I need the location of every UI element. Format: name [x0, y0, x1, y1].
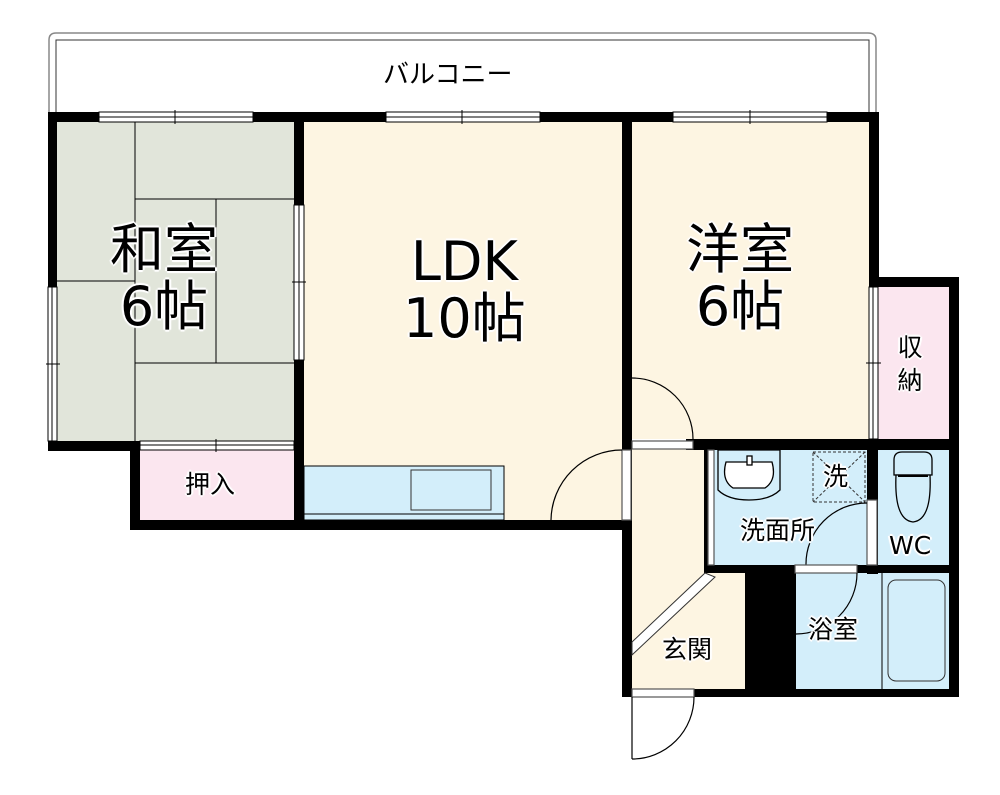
washbasin	[717, 449, 781, 501]
oshiire-floor	[140, 450, 294, 520]
washing-machine-space	[812, 451, 866, 503]
room-label-washitsu: 和室 6帖	[110, 218, 218, 338]
room-label-shuunou: 収納	[897, 333, 923, 395]
shuunou-floor	[878, 287, 949, 439]
tatami-lines	[57, 122, 294, 441]
ldk-floor	[304, 122, 623, 520]
room-size: 6帖	[119, 274, 209, 338]
room-size: 6帖	[695, 274, 785, 338]
room-size: 10帖	[403, 286, 526, 350]
room-label-wc: WC	[889, 531, 932, 560]
room-name: 和室	[110, 218, 218, 281]
kitchen-counter	[303, 465, 505, 521]
sliding-doors	[139, 204, 881, 452]
room-name: 洋室	[686, 218, 794, 281]
balcony	[48, 32, 877, 112]
room-label-genkan: 玄関	[662, 635, 713, 664]
room-label-youshitsu: 洋室 6帖	[686, 218, 794, 338]
doors	[550, 377, 878, 760]
bathtub	[881, 573, 946, 689]
youshitsu-floor	[632, 122, 869, 439]
room-label-yokushitsu: 浴室	[808, 615, 859, 644]
room-label-ldk: LDK 10帖	[403, 230, 526, 350]
room-label-sentakuki: 洗	[823, 462, 849, 491]
room-name: LDK	[410, 230, 518, 293]
genkan-step	[631, 572, 716, 657]
room-label-oshiire: 押入	[185, 470, 236, 499]
room-label-senmenjo: 洗面所	[740, 516, 816, 545]
balcony-label: バルコニー	[383, 60, 513, 90]
windows	[46, 110, 828, 442]
toilet	[893, 451, 933, 523]
